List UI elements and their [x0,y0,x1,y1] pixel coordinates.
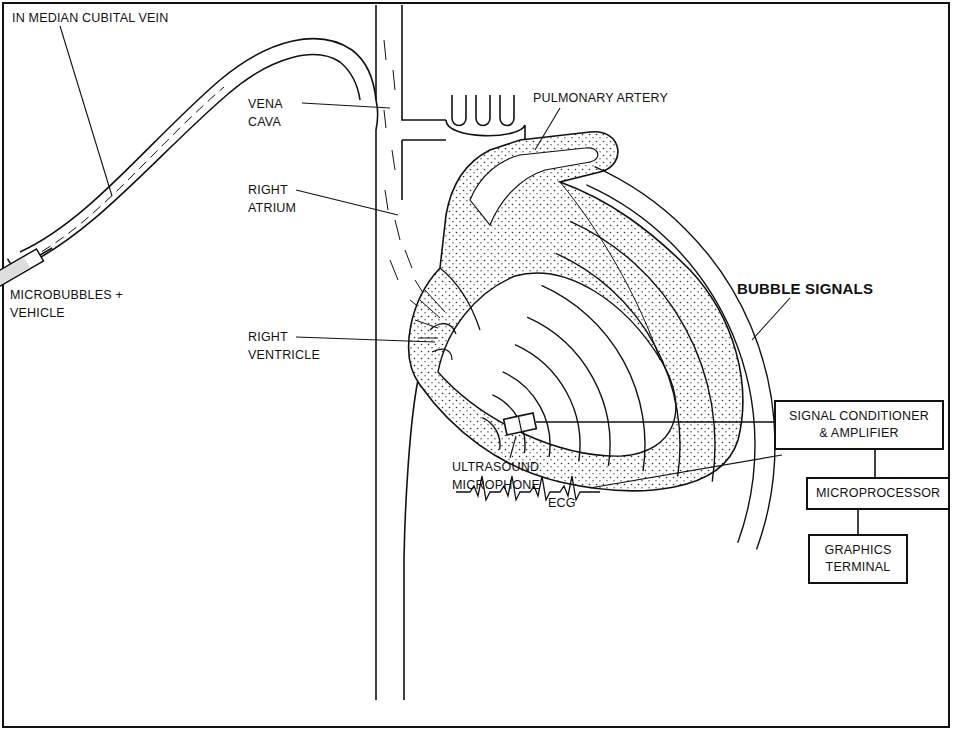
connector-line [874,450,876,477]
septum [440,268,480,330]
box-label: MICROPROCESSOR [816,485,940,502]
vessel-label: VENA CAVA [248,95,300,131]
box-label: GRAPHICS TERMINAL [818,542,898,576]
vein-label: IN MEDIAN CUBITAL VEIN [12,9,272,27]
ecg-lead [590,455,782,488]
vessel-label: PULMONARY ARTERY [533,89,733,107]
process-box: SIGNAL CONDITIONER & AMPLIFIER [774,400,944,450]
ultrasound-microphone [504,413,537,435]
chamber-label: RIGHT VENTRICLE [248,328,328,364]
leader-lines [60,26,790,458]
process-box: GRAPHICS TERMINAL [808,534,908,584]
chamber-label: RIGHT ATRIUM [248,181,310,217]
flow-streaks [384,40,425,312]
signal-label: BUBBLE SIGNALS [737,278,917,300]
frame [3,3,949,727]
microphone-wire [536,421,774,422]
signal-label: ECG [548,494,588,512]
jet-lines [415,290,445,338]
right-ventricle-cavity [438,273,676,456]
heart-wall [409,132,743,491]
syringe-label: MICROBUBBLES + VEHICLE [10,286,130,322]
heart-contour [560,182,660,360]
connector-line [857,510,859,534]
median-cubital-vein [20,39,376,266]
part-label: ULTRASOUND MICROPHONE [452,458,562,494]
pulmonary-artery-lumen [470,148,598,225]
process-box: MICROPROCESSOR [806,477,950,510]
box-label: SIGNAL CONDITIONER & AMPLIFIER [784,408,934,442]
